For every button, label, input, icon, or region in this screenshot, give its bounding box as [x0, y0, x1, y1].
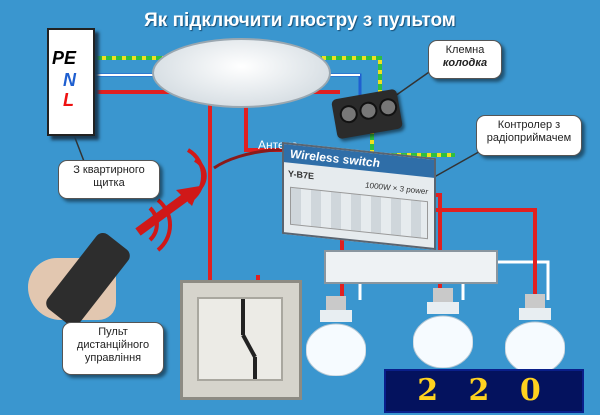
lamp-bus-bar — [324, 250, 498, 284]
switch-plate — [197, 297, 283, 381]
wireless-controller: Wireless switch Y-B7E 1000W × 3 power — [282, 141, 436, 251]
page-title: Як підключити люстру з пультом — [144, 10, 456, 31]
controller-callout-text: Контролер з радіоприймачем — [486, 119, 572, 144]
voltage-value: 2 2 0 — [417, 373, 551, 408]
n-label: N — [63, 70, 76, 90]
ground-out-wire-green — [370, 130, 455, 157]
controller-power: 1000W × 3 power — [365, 180, 428, 197]
panel-callout: З квартирного щитка — [58, 160, 160, 199]
voltage-display: 2 2 0 — [384, 369, 584, 413]
clamp-callout-line1: Клемна — [445, 44, 485, 56]
switch-contact-icon — [241, 299, 257, 379]
junction-box — [152, 38, 331, 108]
controller-model: Y-B7E — [288, 168, 315, 182]
led-bulb-icon — [412, 288, 474, 369]
controller-board — [290, 186, 428, 240]
clamp-callout: Клемна колодка — [428, 40, 502, 79]
controller-callout: Контролер з радіоприймачем — [476, 115, 582, 156]
led-bulb-icon — [305, 296, 367, 377]
panel-callout-text: З квартирного щитка — [73, 164, 145, 189]
signal-arrowhead — [176, 186, 200, 206]
ground-out-wire — [370, 130, 455, 157]
pe-label: PE — [52, 48, 77, 68]
led-bulb-icon — [504, 294, 566, 375]
distribution-panel: PE N L — [47, 28, 95, 136]
clamp-callout-line2: колодка — [442, 57, 488, 69]
remote-callout-text: Пульт дистанційного управління — [76, 326, 150, 364]
signal-arrow-icon — [135, 190, 193, 236]
clamp-pointer — [394, 69, 433, 97]
l-label: L — [63, 90, 74, 110]
remote-callout: Пульт дистанційного управління — [62, 322, 164, 375]
wall-switch — [180, 280, 302, 400]
